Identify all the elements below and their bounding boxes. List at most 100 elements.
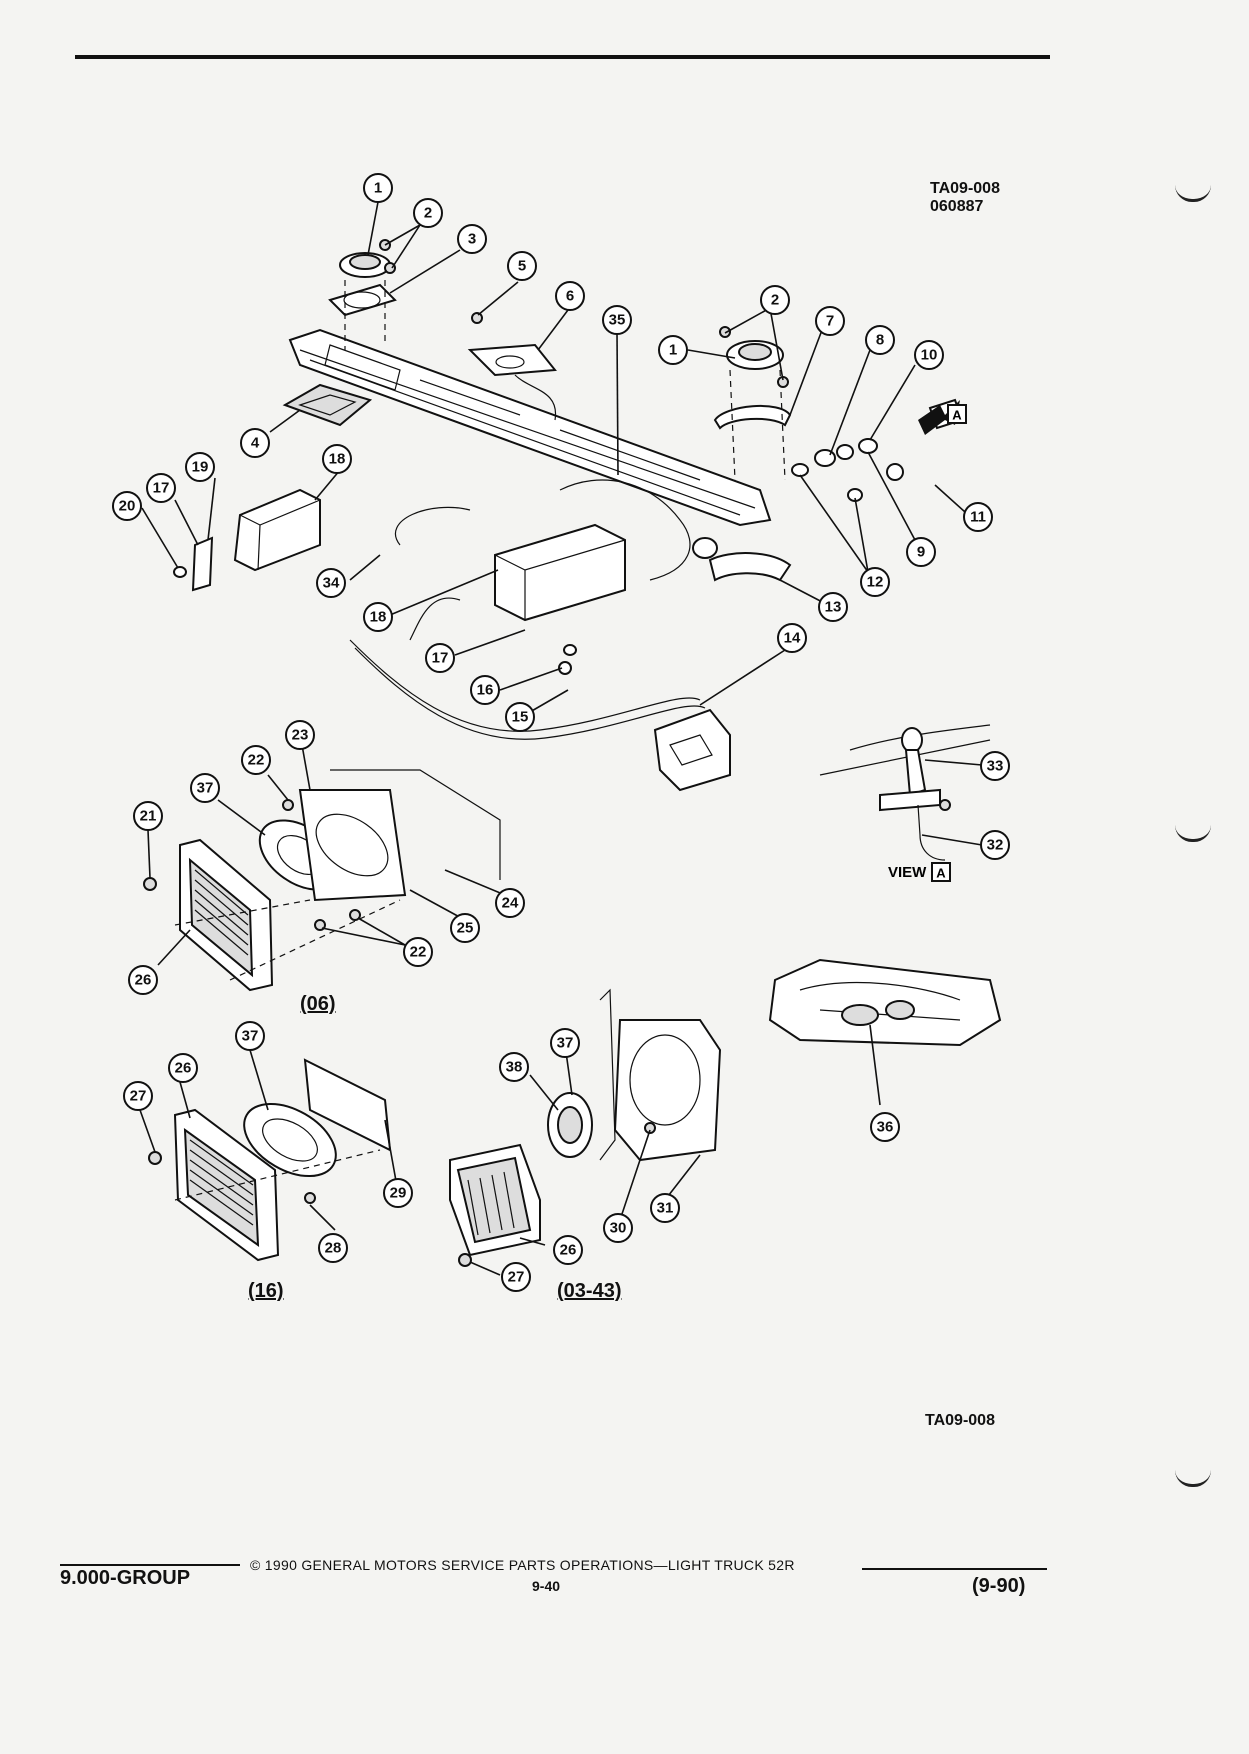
callout-18: 18 bbox=[322, 444, 352, 474]
callout-26b: 26 bbox=[168, 1053, 198, 1083]
harness-wiring bbox=[349, 479, 731, 792]
speaker-assembly-16 bbox=[148, 1058, 392, 1262]
callout-31: 31 bbox=[650, 1193, 680, 1223]
callout-36: 36 bbox=[870, 1112, 900, 1142]
svg-text:33: 33 bbox=[987, 758, 1004, 775]
footer-rule-left bbox=[60, 1564, 240, 1566]
view-a-detail: VIEW A bbox=[819, 724, 991, 882]
callout-29: 29 bbox=[383, 1178, 413, 1208]
svg-text:25: 25 bbox=[457, 920, 474, 937]
svg-text:12: 12 bbox=[867, 574, 884, 591]
svg-text:36: 36 bbox=[877, 1119, 894, 1136]
svg-text:21: 21 bbox=[140, 808, 157, 825]
variant-label-06: (06) bbox=[300, 993, 336, 1015]
svg-text:13: 13 bbox=[825, 599, 842, 616]
svg-text:37: 37 bbox=[197, 780, 214, 797]
svg-text:37: 37 bbox=[557, 1035, 574, 1052]
footer-page-number: 9-40 bbox=[532, 1578, 561, 1594]
callout-25: 25 bbox=[450, 913, 480, 943]
svg-text:4: 4 bbox=[251, 435, 260, 452]
callout-12: 12 bbox=[860, 567, 890, 597]
callout-30: 30 bbox=[603, 1213, 633, 1243]
callout-22: 22 bbox=[241, 745, 271, 775]
svg-text:28: 28 bbox=[325, 1240, 342, 1257]
callout-24: 24 bbox=[495, 888, 525, 918]
svg-text:37: 37 bbox=[242, 1028, 259, 1045]
callout-3: 3 bbox=[457, 224, 487, 254]
svg-text:18: 18 bbox=[329, 451, 346, 468]
svg-text:32: 32 bbox=[987, 837, 1004, 854]
svg-text:24: 24 bbox=[502, 895, 519, 912]
callout-8: 8 bbox=[865, 325, 895, 355]
callout-17: 17 bbox=[146, 473, 176, 503]
grille-slots bbox=[194, 869, 249, 956]
radio-receiver-units bbox=[191, 488, 626, 622]
svg-text:3: 3 bbox=[468, 231, 476, 248]
callout-7: 7 bbox=[815, 306, 845, 336]
footer-copyright: © 1990 GENERAL MOTORS SERVICE PARTS OPER… bbox=[250, 1557, 795, 1573]
svg-text:22: 22 bbox=[248, 752, 265, 769]
svg-text:11: 11 bbox=[970, 509, 986, 526]
callout-26: 26 bbox=[128, 965, 158, 995]
variant-label-16: (16) bbox=[248, 1280, 284, 1302]
top-rule bbox=[75, 55, 1050, 59]
center-speaker-bracket bbox=[467, 312, 557, 421]
svg-text:8: 8 bbox=[876, 332, 884, 349]
callout-6: 6 bbox=[555, 281, 585, 311]
instrument-panel-frame bbox=[282, 328, 772, 527]
callout-37: 37 bbox=[190, 773, 220, 803]
svg-text:15: 15 bbox=[512, 709, 529, 726]
callout-21: 21 bbox=[133, 801, 163, 831]
svg-text:26: 26 bbox=[175, 1060, 192, 1077]
callout-32: 32 bbox=[980, 830, 1010, 860]
binder-clip-mark bbox=[1175, 825, 1211, 842]
callout-11: 11 bbox=[963, 502, 993, 532]
svg-text:17: 17 bbox=[153, 480, 170, 497]
callout-1b: 1 bbox=[658, 335, 688, 365]
svg-text:19: 19 bbox=[192, 459, 209, 476]
svg-text:29: 29 bbox=[390, 1185, 407, 1202]
callout-38: 38 bbox=[499, 1052, 529, 1082]
view-a-letter: A bbox=[936, 866, 946, 881]
svg-text:6: 6 bbox=[566, 288, 574, 305]
svg-text:27: 27 bbox=[130, 1088, 147, 1105]
callout-17b: 17 bbox=[425, 643, 455, 673]
svg-text:20: 20 bbox=[119, 498, 136, 515]
callout-22b: 22 bbox=[403, 937, 433, 967]
svg-text:9: 9 bbox=[917, 544, 925, 561]
callout-9: 9 bbox=[906, 537, 936, 567]
svg-text:1: 1 bbox=[374, 180, 382, 197]
svg-text:16: 16 bbox=[477, 682, 494, 699]
callout-10: 10 bbox=[914, 340, 944, 370]
callout-15: 15 bbox=[505, 702, 535, 732]
variant-label-03-43: (03-43) bbox=[557, 1280, 621, 1302]
footer-rule-right bbox=[862, 1568, 1047, 1570]
date-code: 060887 bbox=[930, 198, 984, 215]
svg-text:1: 1 bbox=[669, 342, 677, 359]
svg-text:26: 26 bbox=[560, 1242, 577, 1259]
callout-18b: 18 bbox=[363, 602, 393, 632]
amplifier-connector-detail bbox=[768, 958, 1002, 1106]
svg-text:5: 5 bbox=[518, 258, 526, 275]
svg-text:14: 14 bbox=[784, 630, 801, 647]
figure-code: TA09-008 bbox=[930, 180, 1000, 197]
figure-code-header: TA09-008 060887 bbox=[930, 180, 1000, 216]
footer-revision: (9-90) bbox=[972, 1575, 1026, 1597]
view-a-label: VIEW bbox=[888, 864, 927, 881]
svg-text:35: 35 bbox=[609, 312, 626, 329]
callout-28: 28 bbox=[318, 1233, 348, 1263]
svg-text:34: 34 bbox=[323, 575, 340, 592]
callout-set: 1 2 3 5 6 35 1 2 7 8 10 4 17 19 18 20 11… bbox=[112, 173, 1010, 1292]
binder-clip-mark bbox=[1175, 185, 1211, 202]
speaker-assembly-06 bbox=[143, 769, 501, 992]
svg-text:31: 31 bbox=[657, 1200, 674, 1217]
left-speaker-assembly bbox=[328, 239, 397, 350]
speaker-assembly-03-43 bbox=[449, 988, 722, 1267]
callout-16: 16 bbox=[470, 675, 500, 705]
binder-clip-mark bbox=[1175, 1470, 1211, 1487]
callout-14: 14 bbox=[777, 623, 807, 653]
view-a-arrow: A bbox=[918, 400, 967, 435]
callout-20: 20 bbox=[112, 491, 142, 521]
svg-text:17: 17 bbox=[432, 650, 449, 667]
svg-text:2: 2 bbox=[424, 205, 432, 222]
